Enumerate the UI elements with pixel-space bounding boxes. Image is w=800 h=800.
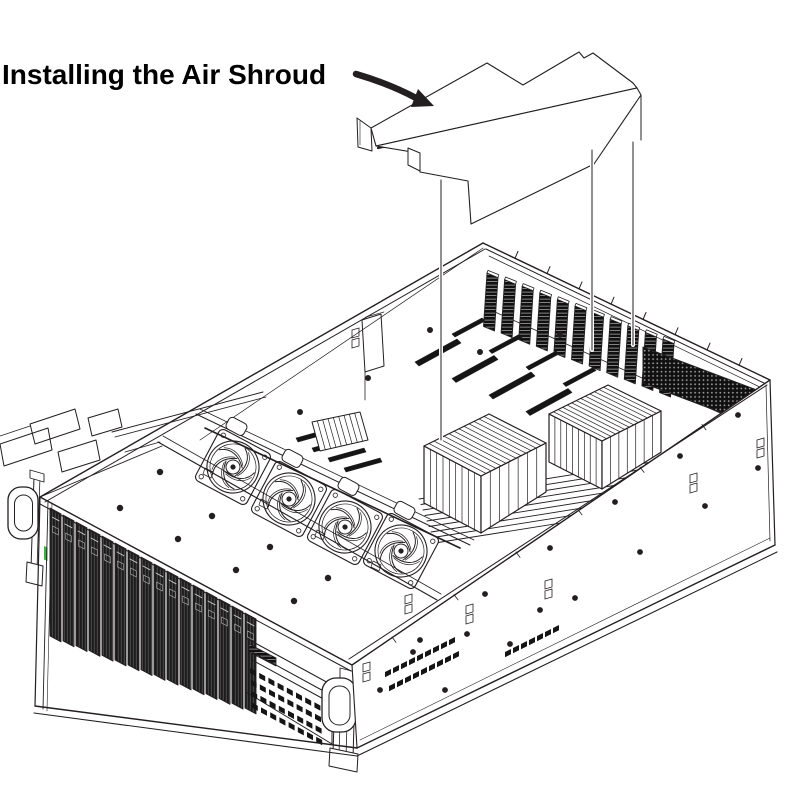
drive-bay — [244, 612, 257, 715]
fan — [250, 448, 328, 538]
drive-bay — [75, 521, 88, 652]
fan — [362, 500, 440, 590]
fan — [194, 416, 272, 506]
drive-bay — [140, 556, 153, 676]
annotation-arrow — [352, 70, 434, 107]
fan-assembly — [157, 408, 475, 601]
drive-bay — [127, 549, 140, 672]
drive-bay — [88, 528, 101, 657]
drive-bay — [101, 535, 114, 662]
power-led — [52, 525, 59, 536]
air-shroud — [356, 51, 642, 225]
right-side-panel — [352, 380, 775, 748]
chassis — [0, 242, 778, 773]
drive-bay — [179, 577, 192, 691]
drive-bay — [62, 514, 75, 648]
drive-bay — [114, 542, 127, 667]
chassis-outline — [33, 242, 778, 757]
drive-bay — [205, 591, 218, 700]
shroud-guide-lines — [439, 140, 635, 442]
cpu-heatsinks — [423, 384, 662, 534]
drive-bay — [166, 570, 179, 686]
drive-bay — [153, 563, 166, 681]
rack-handle-right — [321, 667, 359, 773]
top-deck — [39, 445, 436, 665]
drive-bay — [218, 598, 231, 705]
figure-title: Installing the Air Shroud — [2, 59, 326, 90]
drive-bay — [192, 584, 205, 696]
drive-bay — [231, 605, 244, 710]
front-panel — [7, 469, 359, 773]
rack-handle-left — [7, 469, 45, 587]
